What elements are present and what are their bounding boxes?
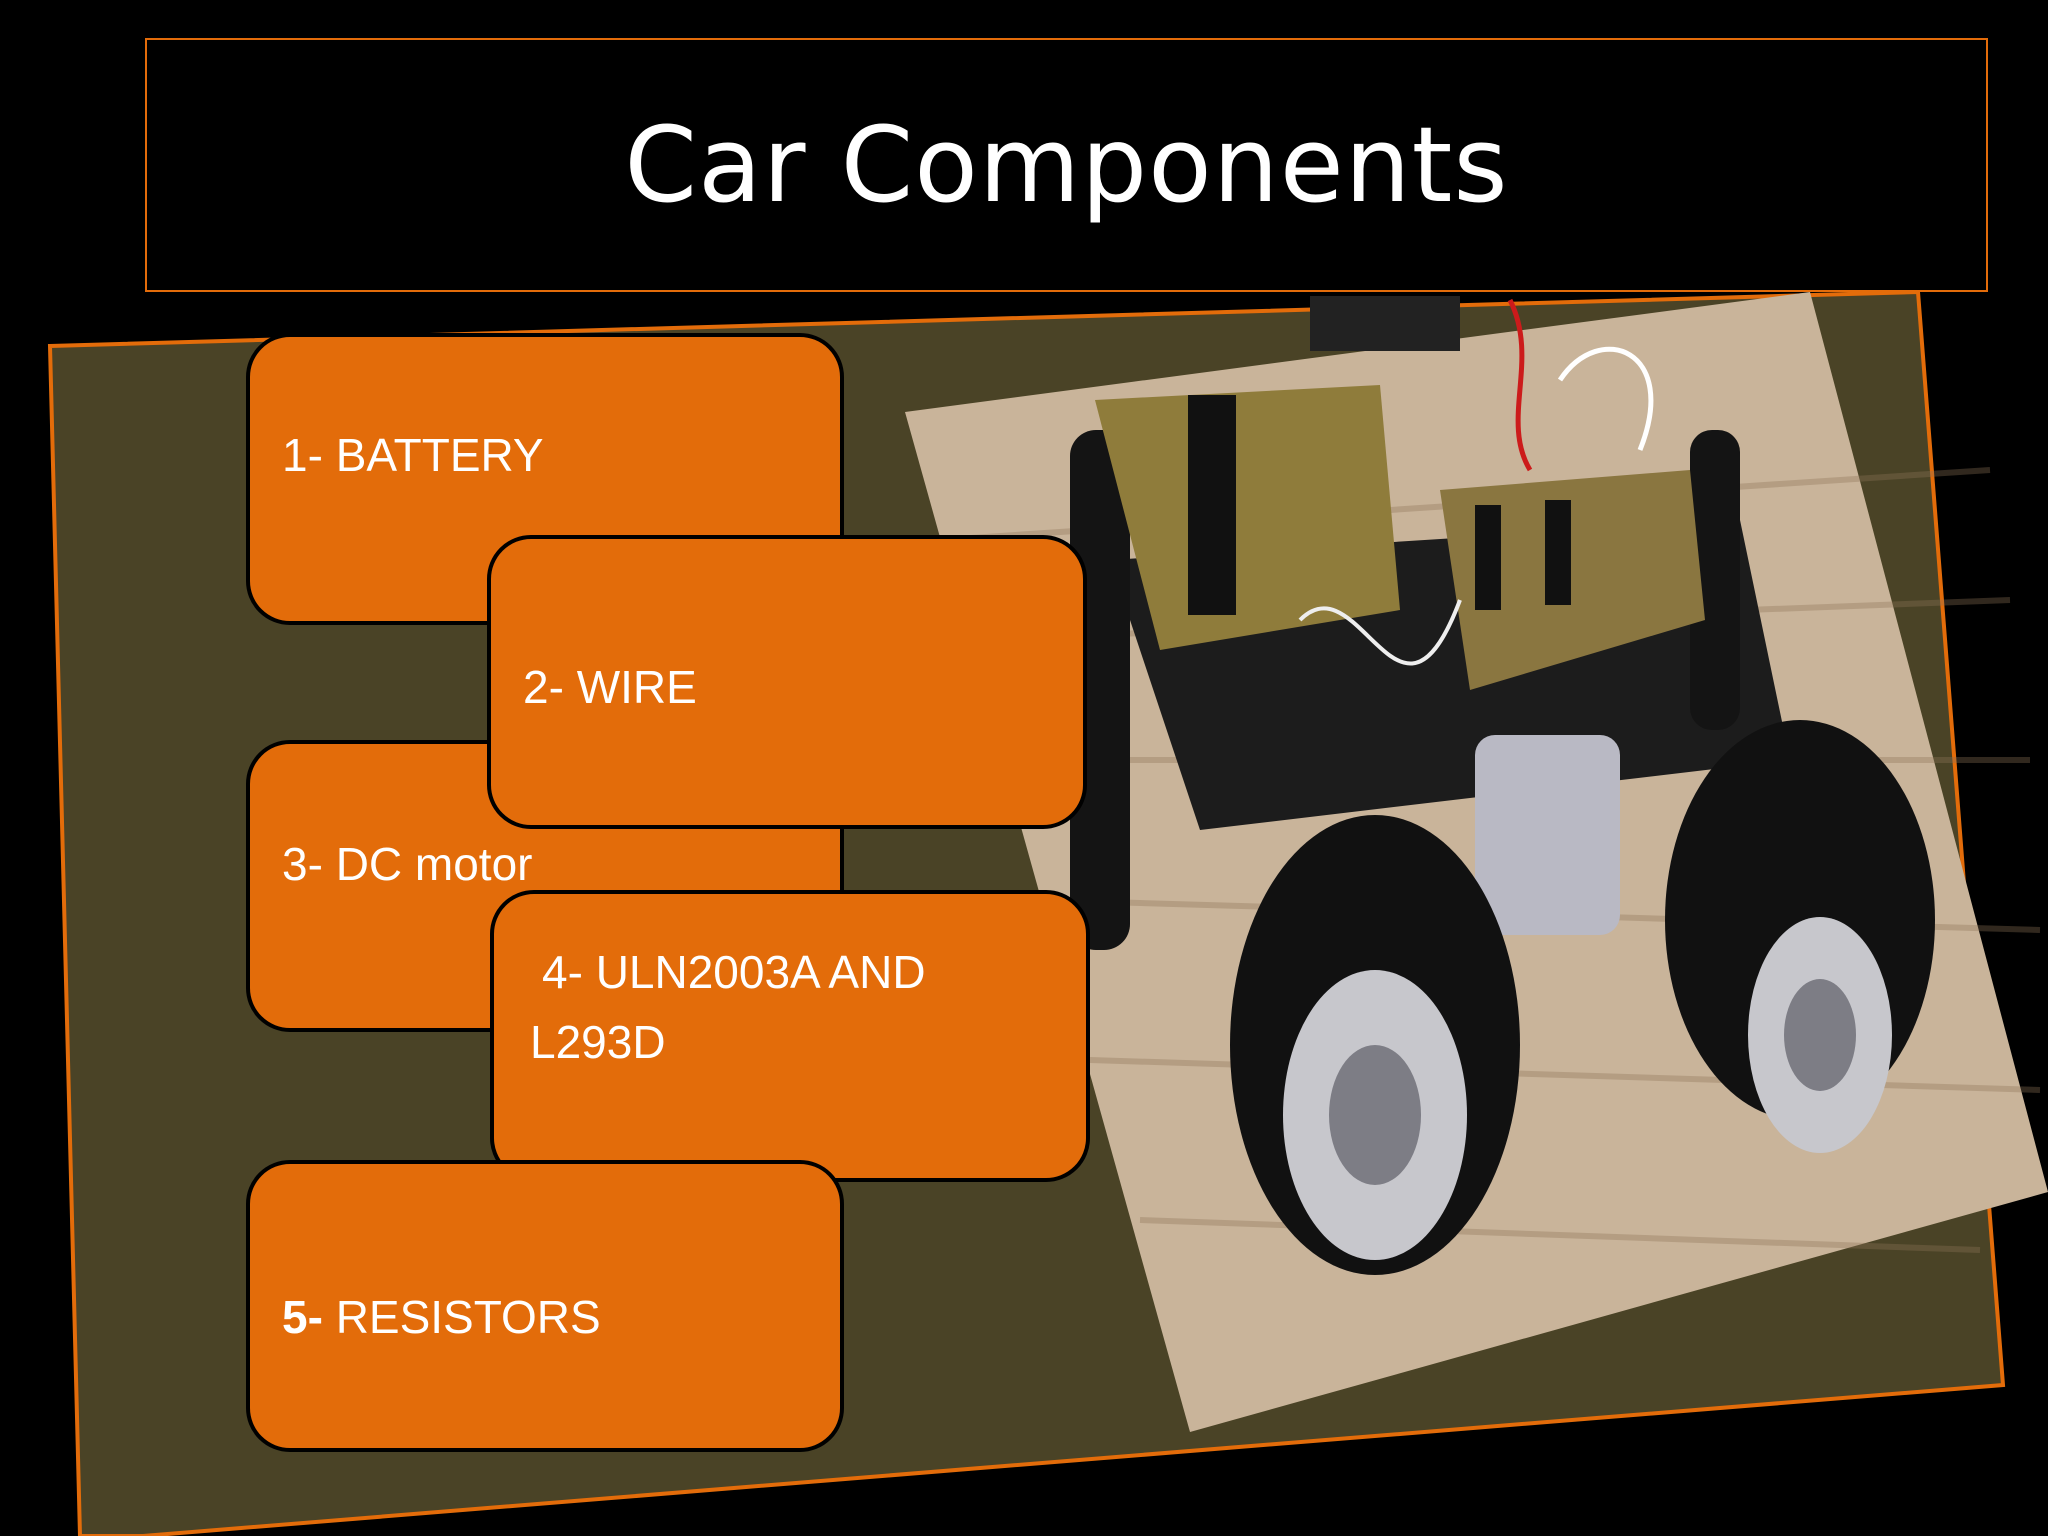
component-label: 2- WIRE	[523, 652, 1043, 722]
component-name: WIRE	[576, 661, 697, 713]
car-photo	[905, 292, 2048, 1432]
component-box-resistors: 5- RESISTORS	[246, 1160, 844, 1452]
component-label: 1- BATTERY	[282, 420, 800, 490]
component-box-uln2003a-l293d: 4- ULN2003A AND L293D	[490, 890, 1090, 1182]
component-name: DC motor	[335, 838, 533, 890]
component-number: 4-	[542, 946, 583, 998]
component-number: 2-	[523, 661, 564, 713]
component-number: 1-	[282, 429, 323, 481]
component-number: 5-	[282, 1291, 323, 1343]
component-label: 4- ULN2003A AND L293D	[530, 937, 1026, 1077]
component-name: BATTERY	[335, 429, 544, 481]
component-name: ULN2003A AND L293D	[530, 946, 926, 1068]
component-box-wire: 2- WIRE	[487, 535, 1087, 829]
slide-title: Car Components	[624, 104, 1509, 226]
component-label: 3- DC motor	[282, 829, 800, 899]
component-name: RESISTORS	[335, 1291, 601, 1343]
component-label: 5- RESISTORS	[282, 1282, 800, 1352]
component-number: 3-	[282, 838, 323, 890]
title-box: Car Components	[145, 38, 1988, 292]
